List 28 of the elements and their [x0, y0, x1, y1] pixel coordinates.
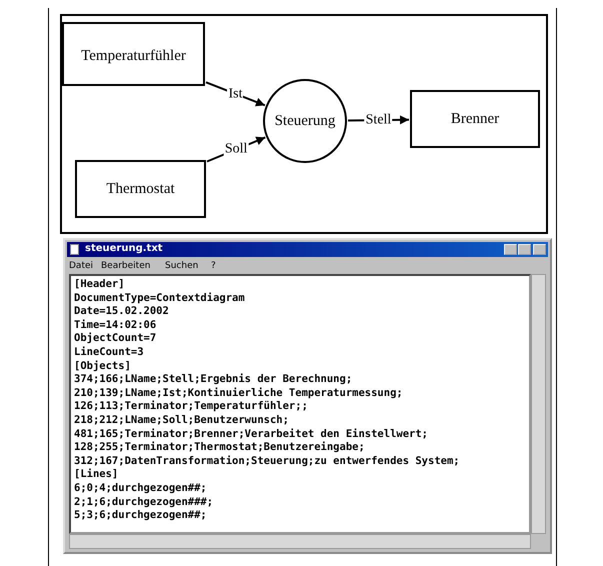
text-line: [Header]: [74, 278, 125, 291]
text-line: [Objects]: [74, 360, 131, 373]
text-line: 6;0;4;durchgezogen##;: [74, 482, 207, 495]
text-line: 2;1;6;durchgezogen###;: [74, 496, 214, 509]
text-line: [Lines]: [74, 468, 118, 482]
text-line: 218;212;LName;Soll;Benutzerwunsch;: [74, 414, 289, 427]
text-line: DocumentType=Contextdiagram: [74, 292, 245, 305]
menu-item: Datei: [69, 261, 94, 271]
menu-item: ?: [211, 261, 216, 271]
text-line: ObjectCount=7: [74, 332, 156, 346]
edge-label: Soll: [224, 142, 248, 157]
terminator-box: Brenner: [410, 90, 540, 148]
text-line: 128;255;Terminator;Thermostat;Benutzereingabe;: [74, 441, 365, 454]
text-line: Time=14:02:06: [74, 318, 156, 332]
text-line: 481;165;Terminator;Brenner;Verarbeitet den Einstellwert;: [74, 428, 428, 441]
terminator-box: Thermostat: [75, 160, 206, 218]
text-line: 312;167;DatenTransformation;Steuerung;zu entwerfendes System;: [74, 454, 460, 468]
process-circle: Steuerung: [263, 79, 347, 163]
terminator-box: Temperaturfühler: [62, 22, 205, 86]
text-line: Date=15.02.2002: [74, 305, 169, 318]
text-line: 374;166;LName;Stell;Ergebnis der Berechnung;: [74, 373, 352, 386]
window-title: steuerung.txt: [85, 243, 163, 254]
menu-item: Bearbeiten: [101, 261, 150, 271]
text-line: LineCount=3: [74, 346, 144, 359]
menu-item: Suchen: [165, 261, 198, 271]
text-line: 126;113;Terminator;Temperaturfühler;;: [74, 400, 308, 414]
text-line: 210;139;LName;Ist;Kontinuierliche Temperaturmessung;: [74, 386, 403, 400]
text-line: 5;3;6;durchgezogen##;: [74, 509, 207, 522]
